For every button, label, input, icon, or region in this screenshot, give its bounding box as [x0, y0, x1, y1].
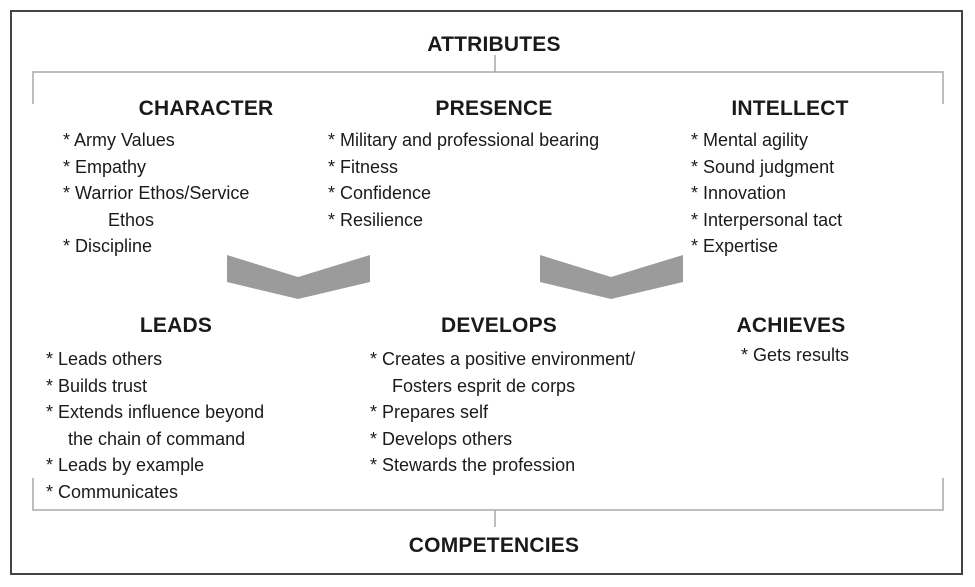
- list-item: * Extends influence beyond: [46, 402, 265, 422]
- list-item: * Military and professional bearing: [328, 130, 600, 150]
- chevron-arrow-left: [227, 255, 370, 299]
- list-item: * Mental agility: [691, 130, 809, 150]
- list-item: * Leads by example: [46, 455, 205, 475]
- list-item: * Empathy: [63, 156, 147, 177]
- list-item: * Stewards the profession: [370, 455, 576, 475]
- list-item: * Communicates: [46, 481, 179, 502]
- competencies-bracket: [32, 478, 944, 511]
- leads-list: * Leads others * Builds trust * Extends …: [46, 346, 264, 505]
- achieves-title: ACHIEVES: [736, 314, 846, 337]
- list-item: * Sound judgment: [691, 156, 835, 177]
- list-item: * Creates a positive environment/: [370, 349, 636, 369]
- list-item: * Fitness: [328, 156, 399, 177]
- list-item: * Develops others: [370, 428, 513, 449]
- attributes-heading: ATTRIBUTES: [427, 33, 561, 56]
- list-item: Fosters esprit de corps: [392, 375, 576, 396]
- list-item: * Innovation: [691, 183, 787, 203]
- competencies-heading: COMPETENCIES: [408, 534, 580, 557]
- list-item: * Warrior Ethos/Service: [63, 183, 250, 203]
- list-item: * Expertise: [691, 236, 779, 256]
- presence-list: * Military and professional bearing * Fi…: [328, 127, 599, 233]
- attributes-bracket: [32, 71, 944, 104]
- presence-title: PRESENCE: [435, 97, 553, 120]
- list-item: * Builds trust: [46, 375, 148, 396]
- develops-title: DEVELOPS: [441, 314, 557, 337]
- list-item: * Army Values: [63, 130, 175, 150]
- list-item: the chain of command: [68, 428, 246, 449]
- achieves-list: * Gets results: [741, 342, 849, 369]
- leads-title: LEADS: [139, 314, 213, 337]
- list-item: * Leads others: [46, 349, 163, 369]
- list-item: * Prepares self: [370, 402, 489, 422]
- list-item: * Confidence: [328, 183, 432, 203]
- diagram-frame: [10, 10, 963, 575]
- intellect-title: INTELLECT: [731, 97, 849, 120]
- list-item: * Interpersonal tact: [691, 209, 843, 230]
- list-item: * Discipline: [63, 236, 153, 256]
- list-item: * Gets results: [741, 345, 850, 365]
- list-item: * Resilience: [328, 209, 424, 230]
- intellect-list: * Mental agility * Sound judgment * Inno…: [691, 127, 842, 260]
- character-list: * Army Values * Empathy * Warrior Ethos/…: [63, 127, 249, 260]
- list-item: Ethos: [108, 209, 155, 230]
- chevron-arrow-right: [540, 255, 683, 299]
- character-title: CHARACTER: [138, 97, 274, 120]
- develops-list: * Creates a positive environment/ Foster…: [370, 346, 635, 479]
